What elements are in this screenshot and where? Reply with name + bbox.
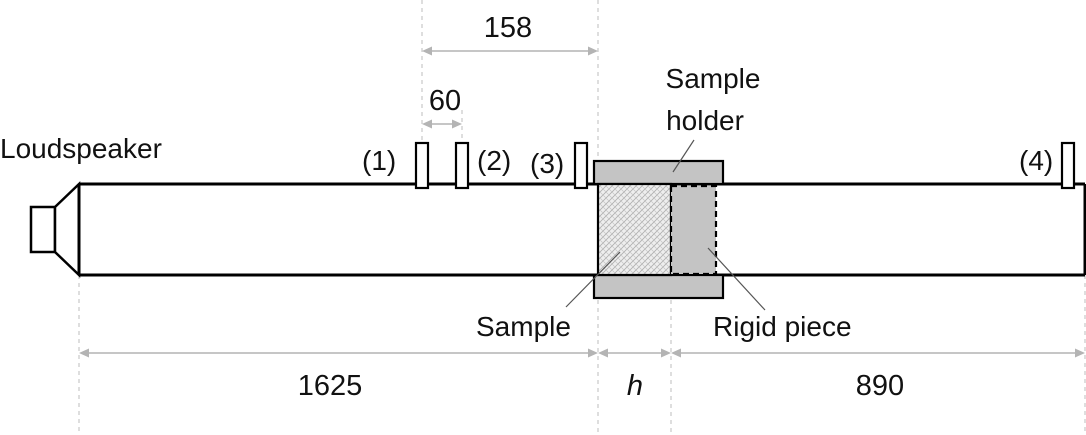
dimension-60: 60 [422, 85, 462, 129]
dimension-1625: 1625 [79, 348, 598, 402]
loudspeaker-icon [29, 181, 81, 278]
sample-block [596, 182, 673, 277]
dimension-label-h: h [627, 370, 643, 402]
sample-holder-label-line1: Sample [666, 63, 761, 94]
tube [77, 182, 1086, 277]
dimension-label-158: 158 [484, 12, 532, 44]
rigid-piece-leader [707, 247, 766, 311]
dimension-label-890: 890 [856, 370, 904, 402]
dimension-890: 890 [671, 348, 1085, 402]
microphone-3-icon [573, 141, 589, 190]
sample-holder-label-line2: holder [666, 105, 744, 136]
microphone-2-icon [454, 141, 470, 190]
dimension-158: 158 [422, 12, 598, 56]
microphone-3-label: (3) [530, 148, 564, 179]
microphone-2-label: (2) [477, 145, 511, 176]
microphone-1-label: (1) [362, 145, 396, 176]
rigid-piece-label: Rigid piece [713, 311, 852, 342]
sample-leader [565, 251, 621, 308]
rigid-piece-block [669, 184, 718, 276]
sample-holder-leader [672, 139, 695, 173]
microphone-1-icon [414, 141, 430, 190]
dimension-label-60: 60 [429, 85, 461, 117]
dimension-label-1625: 1625 [298, 370, 363, 402]
microphone-4-icon [1060, 141, 1076, 190]
loudspeaker-label: Loudspeaker [0, 133, 162, 164]
sample-label: Sample [476, 311, 571, 342]
dimension-h: h [598, 348, 671, 402]
guide-lines [78, 0, 1086, 435]
microphones: (1) (2) (3) (4) [362, 141, 1076, 190]
microphone-4-label: (4) [1019, 145, 1053, 176]
